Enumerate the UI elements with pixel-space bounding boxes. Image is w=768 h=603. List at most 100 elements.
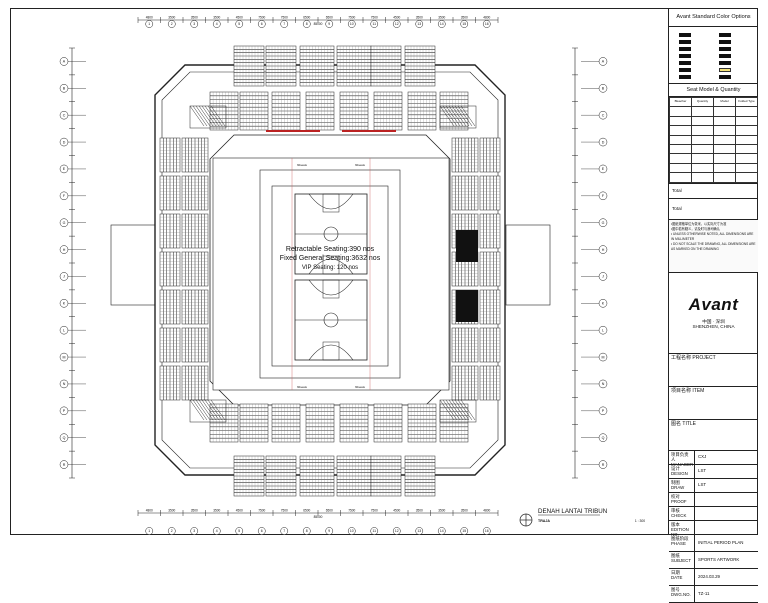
- row-grid-label: L: [63, 328, 65, 332]
- dimension-label: 3500: [168, 16, 175, 20]
- row-grid-label: C: [63, 113, 66, 117]
- column-grid-label: 11: [372, 529, 376, 533]
- dimension-label: 7500: [348, 509, 355, 513]
- color-swatch: [719, 47, 731, 51]
- column-grid-label: 16: [485, 529, 489, 533]
- seat-row: [442, 105, 458, 127]
- north-upper-seating: [265, 45, 297, 87]
- south-upper-seating: [299, 455, 335, 497]
- table-row: [669, 172, 758, 183]
- west-outer-seating: [159, 137, 181, 173]
- column-grid-label: 4: [216, 22, 218, 26]
- signoff-value: CXJ: [698, 454, 707, 460]
- column-grid-label: 5: [238, 529, 240, 533]
- column-grid-label: 4: [216, 529, 218, 533]
- corner-seating: [439, 105, 477, 129]
- dimension-label: 6500: [326, 509, 333, 513]
- item-row: 项目名称 ITEM: [669, 387, 758, 420]
- column-grid-label: 3: [193, 529, 195, 533]
- seat-row: [195, 105, 211, 127]
- seat-row: [448, 105, 464, 127]
- center-circle: [323, 312, 339, 328]
- dimension-label: 7500: [258, 16, 265, 20]
- column-grid-label: 8: [306, 22, 308, 26]
- corner-seating: [439, 399, 477, 423]
- color-swatch: [679, 61, 691, 65]
- dimension-label: 3500: [191, 16, 198, 20]
- row-grid-label: F: [602, 194, 605, 198]
- column-grid-mark: [167, 527, 176, 535]
- signoff-key: 审核 CHECK: [669, 506, 695, 520]
- three-point-arc: [308, 258, 354, 275]
- west-inner-seating: [181, 175, 209, 211]
- project-row: 工程名称 PROJECT: [669, 354, 758, 387]
- plan-title: DENAH LANTAI TRIBUN: [538, 508, 607, 515]
- column-grid-label: 1: [148, 22, 150, 26]
- row-grid-label: Q: [63, 436, 66, 440]
- column-grid-mark: [392, 20, 401, 28]
- south-upper-seating: [404, 455, 436, 497]
- east-outer-seating: [479, 213, 501, 249]
- seat-row: [201, 105, 217, 127]
- row-grid-label: R: [602, 463, 605, 467]
- row-grid-label: R: [63, 463, 66, 467]
- signoff-key: 图纸 SUBJECT: [669, 551, 695, 568]
- row-grid-label: K: [63, 302, 66, 306]
- dimension-label: 3500: [191, 509, 198, 513]
- column-grid-mark: [235, 527, 244, 535]
- row-grid-label: A: [602, 60, 605, 64]
- notes: •图纸规格单位为毫米，以实际尺寸为准 •图中若有疑义，请及时与我司确认 • UN…: [669, 219, 758, 273]
- north-upper-seating: [233, 45, 265, 87]
- east-inner-seating: [451, 137, 479, 173]
- row-grid-label: G: [63, 221, 66, 225]
- row-grid-label: K: [602, 302, 605, 306]
- building-outline-inner: [161, 71, 499, 469]
- project-label: 工程名称 PROJECT: [671, 354, 716, 361]
- east-inner-seating: [451, 175, 479, 211]
- color-swatch: [719, 40, 731, 44]
- column-grid-mark: [460, 20, 469, 28]
- south-upper-seating: [265, 455, 297, 497]
- seat-table-title: Seat Model & Quantity: [669, 84, 758, 97]
- dimension-label: 4800: [146, 509, 153, 513]
- column-grid-mark: [482, 527, 491, 535]
- note-3: • UNLESS OTHERWISE NOTED, ALL DIMENSIONS…: [671, 231, 754, 241]
- signoff-value: INITIAL PERIOD PLAN: [698, 539, 744, 545]
- seat-row: [439, 399, 455, 421]
- color-options-title: Avant Standard Color Options: [669, 8, 758, 27]
- dimension-label: 3500: [438, 509, 445, 513]
- vip-seating-text: VIP Seating: 120 nos: [302, 265, 358, 271]
- dimension-label: 4800: [483, 509, 490, 513]
- signoff-row: 图号 DWG.NO.TZ-11: [669, 585, 758, 603]
- signoff-key: 图号 DWG.NO.: [669, 585, 695, 602]
- column-grid-label: 14: [440, 529, 444, 533]
- signoff-value: TZ-11: [698, 590, 710, 596]
- dimension-label: 6500: [303, 509, 310, 513]
- east-annex: [505, 224, 551, 306]
- color-swatch: [719, 75, 731, 79]
- row-grid-label: C: [602, 113, 605, 117]
- row-grid-label: A: [63, 60, 66, 64]
- plan-subtitle: TRAJA: [538, 519, 550, 523]
- column-grid-label: 12: [395, 22, 399, 26]
- west-annex: [110, 224, 156, 306]
- south-upper-seating: [233, 455, 265, 497]
- row-grid-label: M: [63, 355, 66, 359]
- plan-scale: 1 : 300: [635, 519, 645, 523]
- column-grid-mark: [347, 527, 356, 535]
- seat-row: [201, 399, 217, 421]
- note-1: •图纸规格单位为毫米，以实际尺寸为准: [671, 221, 727, 226]
- dimension-label: 7500: [281, 509, 288, 513]
- color-swatch: [679, 54, 691, 58]
- seat-col-bleacher: Bleacher: [669, 96, 692, 108]
- table-row: [669, 106, 758, 117]
- column-grid-label: 9: [328, 529, 330, 533]
- column-grid-label: 2: [171, 529, 173, 533]
- east-outer-seating: [479, 137, 501, 173]
- south-lower-seating: [209, 403, 239, 443]
- corner-outline: [439, 105, 477, 129]
- seat-count-label: 60seats: [297, 385, 307, 389]
- row-grid-label: H: [63, 248, 66, 252]
- column-grid-label: 15: [462, 529, 466, 533]
